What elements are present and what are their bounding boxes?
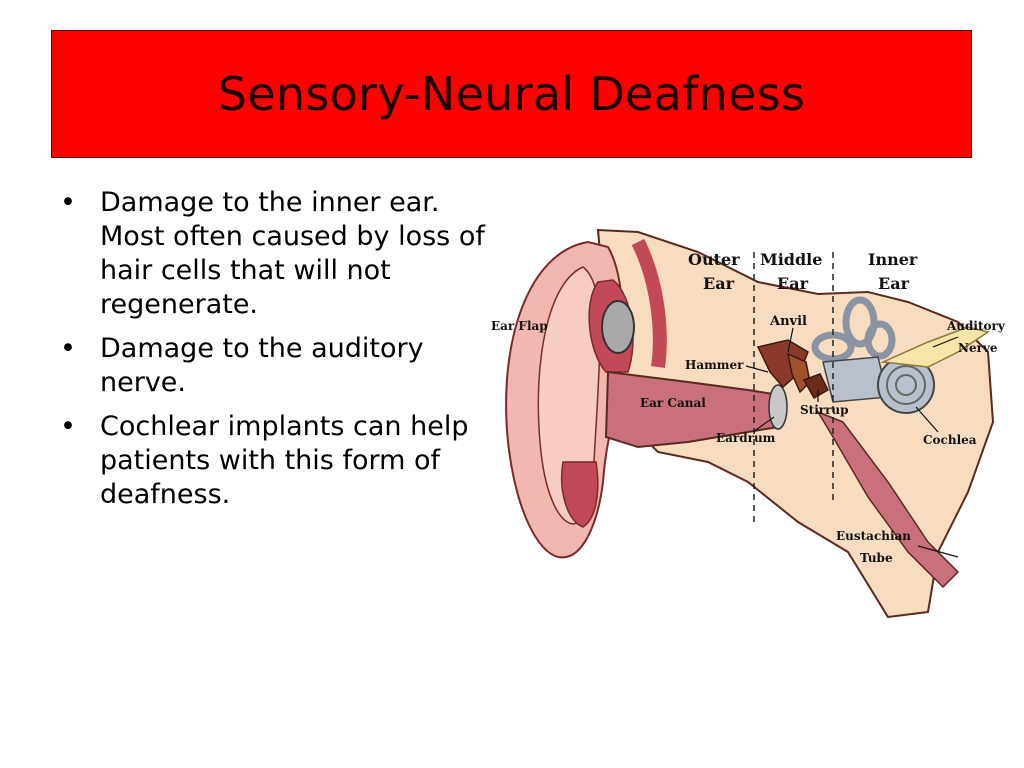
bullet-item: • Cochlear implants can help patients wi… [58, 410, 488, 512]
leader-line [752, 416, 775, 433]
cartilage [601, 300, 635, 354]
leader-line [915, 406, 939, 433]
leader-line [745, 365, 769, 373]
label-eardrum: Eardrum [716, 431, 776, 445]
auditory-nerve-shape [880, 326, 990, 368]
bullet-item: • Damage to the inner ear. Most often ca… [58, 186, 488, 322]
skin-layer [631, 238, 667, 368]
bullet-text: Damage to the inner ear. Most often caus… [100, 187, 485, 320]
label-auditory-nerve-2: Nerve [958, 341, 998, 355]
bullet-marker: • [60, 411, 76, 442]
label-ear-canal: Ear Canal [640, 396, 706, 410]
slide-title: Sensory-Neural Deafness [217, 67, 806, 121]
cochlea-turn [895, 374, 917, 396]
bullet-marker: • [60, 187, 76, 218]
ear-canal-shape [604, 370, 780, 449]
label-auditory-nerve-1: Auditory [946, 319, 1006, 333]
label-hammer: Hammer [685, 358, 744, 372]
label-anvil: Anvil [769, 314, 807, 329]
label-eustachian-tube-2: Tube [860, 551, 893, 565]
label-ear-flap: Ear Flap [491, 319, 548, 333]
bullet-text: Cochlear implants can help patients with… [100, 411, 469, 510]
leader-line [917, 545, 959, 558]
semicircular-canal [864, 320, 896, 360]
stirrup-bone [802, 373, 829, 400]
label-cochlea: Cochlea [923, 433, 977, 447]
bullet-list: • Damage to the inner ear. Most often ca… [58, 186, 488, 522]
label-eustachian-tube-1: Eustachian [836, 529, 911, 543]
title-banner: Sensory-Neural Deafness [51, 30, 972, 158]
ear-flap-fold [561, 461, 599, 528]
label-inner-ear-2: Ear [878, 274, 910, 293]
cochlea-turn [886, 365, 926, 405]
label-middle-ear-1: Middle [760, 250, 822, 269]
bullet-text: Damage to the auditory nerve. [100, 333, 424, 398]
anvil-bone [786, 352, 811, 394]
bullet-marker: • [60, 333, 76, 364]
bullet-item: • Damage to the auditory nerve. [58, 332, 488, 400]
label-middle-ear-2: Ear [777, 274, 809, 293]
ear-anatomy-diagram: Outer Ear Middle Ear Inner Ear Ear Flap … [491, 228, 1006, 619]
eardrum-shape [768, 384, 788, 430]
eustachian-tube-shape [816, 410, 960, 589]
leader-line [787, 327, 794, 353]
label-outer-ear-2: Ear [703, 274, 735, 293]
label-inner-ear-1: Inner [868, 250, 918, 269]
label-outer-ear-1: Outer [688, 250, 740, 269]
label-stirrup: Stirrup [800, 403, 849, 417]
leader-line [932, 336, 959, 348]
